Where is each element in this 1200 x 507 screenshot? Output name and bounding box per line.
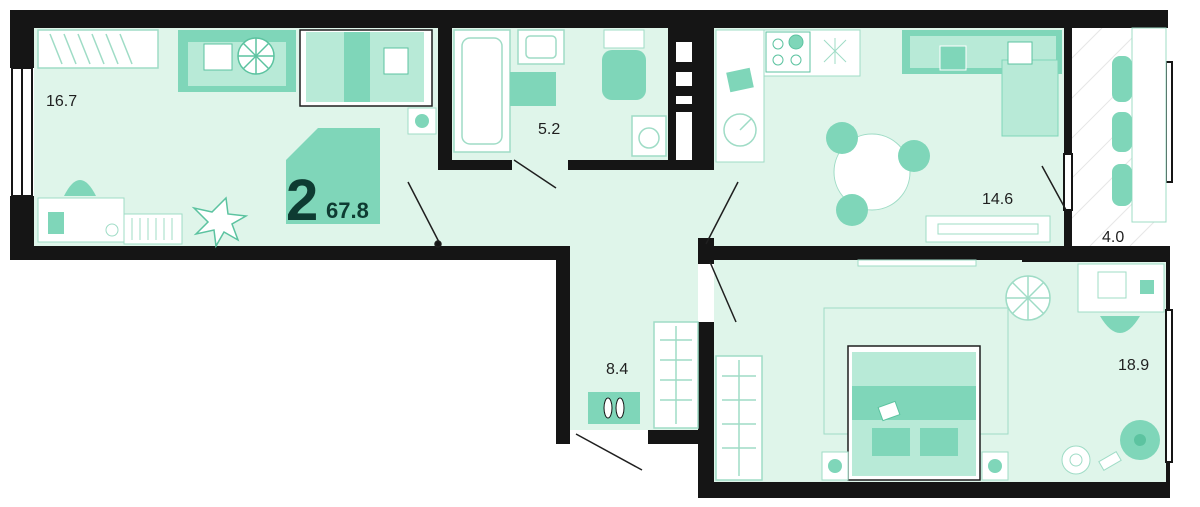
door-bedroom-icon (709, 261, 737, 323)
bed-icon (847, 345, 981, 481)
door-room1-icon (407, 181, 442, 248)
wall-kitchen-left-lower (698, 238, 714, 264)
door-bath-icon (513, 159, 557, 189)
wall-kitchen-balcony-lower (1064, 210, 1072, 260)
plant-icon (1061, 445, 1091, 475)
bed-icon (299, 29, 433, 107)
plant-icon (1005, 275, 1051, 321)
desk-icon (37, 180, 125, 243)
total-area: 67.8 (326, 198, 369, 223)
balcony-bench (1131, 27, 1167, 223)
wall-bath-bottom-right (568, 160, 714, 170)
wall-bedroom-left (698, 322, 714, 498)
area-label-kitchen: 14.6 (982, 191, 1013, 208)
walls (10, 10, 1170, 498)
door-kitchen-icon (705, 181, 739, 245)
wardrobe-icon (653, 321, 699, 429)
wall-room1-bottom (10, 246, 570, 260)
room1-furniture (37, 29, 437, 249)
plant-icon (237, 37, 275, 75)
bathtub-icon (453, 29, 511, 153)
area-label-bedroom: 18.9 (1118, 357, 1149, 374)
bath-mat (510, 72, 556, 106)
wall-kitchen-bedroom (714, 246, 1070, 260)
wall-top (10, 10, 1168, 28)
sofa-icon (902, 30, 1062, 137)
dining-table-icon (826, 122, 930, 226)
doors (407, 159, 1067, 471)
wall-bedroom-bottom (698, 482, 1168, 498)
area-label-hallway: 8.4 (606, 361, 628, 378)
wall-hall-bottom (648, 430, 700, 444)
shelf-low-icon (123, 213, 183, 245)
fan-icon (823, 38, 847, 64)
kitchen-sink-icon (723, 113, 757, 147)
hallway-furniture (588, 321, 699, 429)
plant-icon (191, 196, 249, 249)
nightstand-right-icon (981, 451, 1009, 481)
nightstand-left-icon (821, 451, 849, 481)
sofa-icon (178, 30, 296, 92)
apartment-badge: 2 67.8 (286, 128, 380, 233)
wall-bedroom-top-right (1022, 246, 1170, 262)
area-label-balcony: 4.0 (1102, 229, 1124, 246)
shoes-icon (588, 392, 640, 424)
duct-details (676, 42, 692, 160)
wall-left-upper (10, 10, 34, 68)
radiator-icon (925, 215, 1051, 243)
radiator-icon (857, 259, 977, 267)
window-balcony (1165, 61, 1173, 183)
rooms-count: 2 (286, 168, 318, 233)
wall-right-bedroom-lower (1166, 462, 1170, 498)
wall-bath-kitchen (698, 28, 714, 170)
round-table-icon (1098, 420, 1160, 472)
stove-icon (765, 31, 811, 73)
balcony-furniture (1112, 27, 1167, 223)
bookshelf-icon (37, 29, 159, 69)
sink-icon (517, 29, 565, 65)
wall-room1-bath (438, 28, 452, 162)
area-label-bathroom: 5.2 (538, 121, 560, 138)
lamp-icon (407, 107, 437, 135)
wall-kitchen-balcony (1064, 28, 1072, 154)
area-label-room-1: 16.7 (46, 93, 77, 110)
bathroom-furniture (453, 29, 667, 157)
wall-right-bedroom-upper (1166, 260, 1170, 310)
wall-bath-bottom-left (438, 160, 512, 170)
floor-hallway (438, 162, 714, 246)
washing-machine-icon (631, 115, 667, 157)
kitchen-furniture (715, 29, 1062, 243)
toilet-icon (602, 29, 646, 100)
board-icon (726, 67, 754, 93)
badge-shape (286, 128, 380, 224)
window-bedroom (1165, 309, 1173, 463)
bedroom-furniture (715, 259, 1165, 481)
area-labels: 16.7 5.2 14.6 4.0 8.4 18.9 (46, 93, 1149, 378)
wall-hall-left (556, 246, 570, 444)
wardrobe-icon (715, 355, 763, 481)
desk-icon (1077, 263, 1165, 333)
windows (11, 61, 1173, 463)
door-entrance-icon (575, 433, 643, 471)
window-kitchen-balcony (1063, 153, 1073, 211)
door-balcony-icon (1041, 165, 1067, 211)
